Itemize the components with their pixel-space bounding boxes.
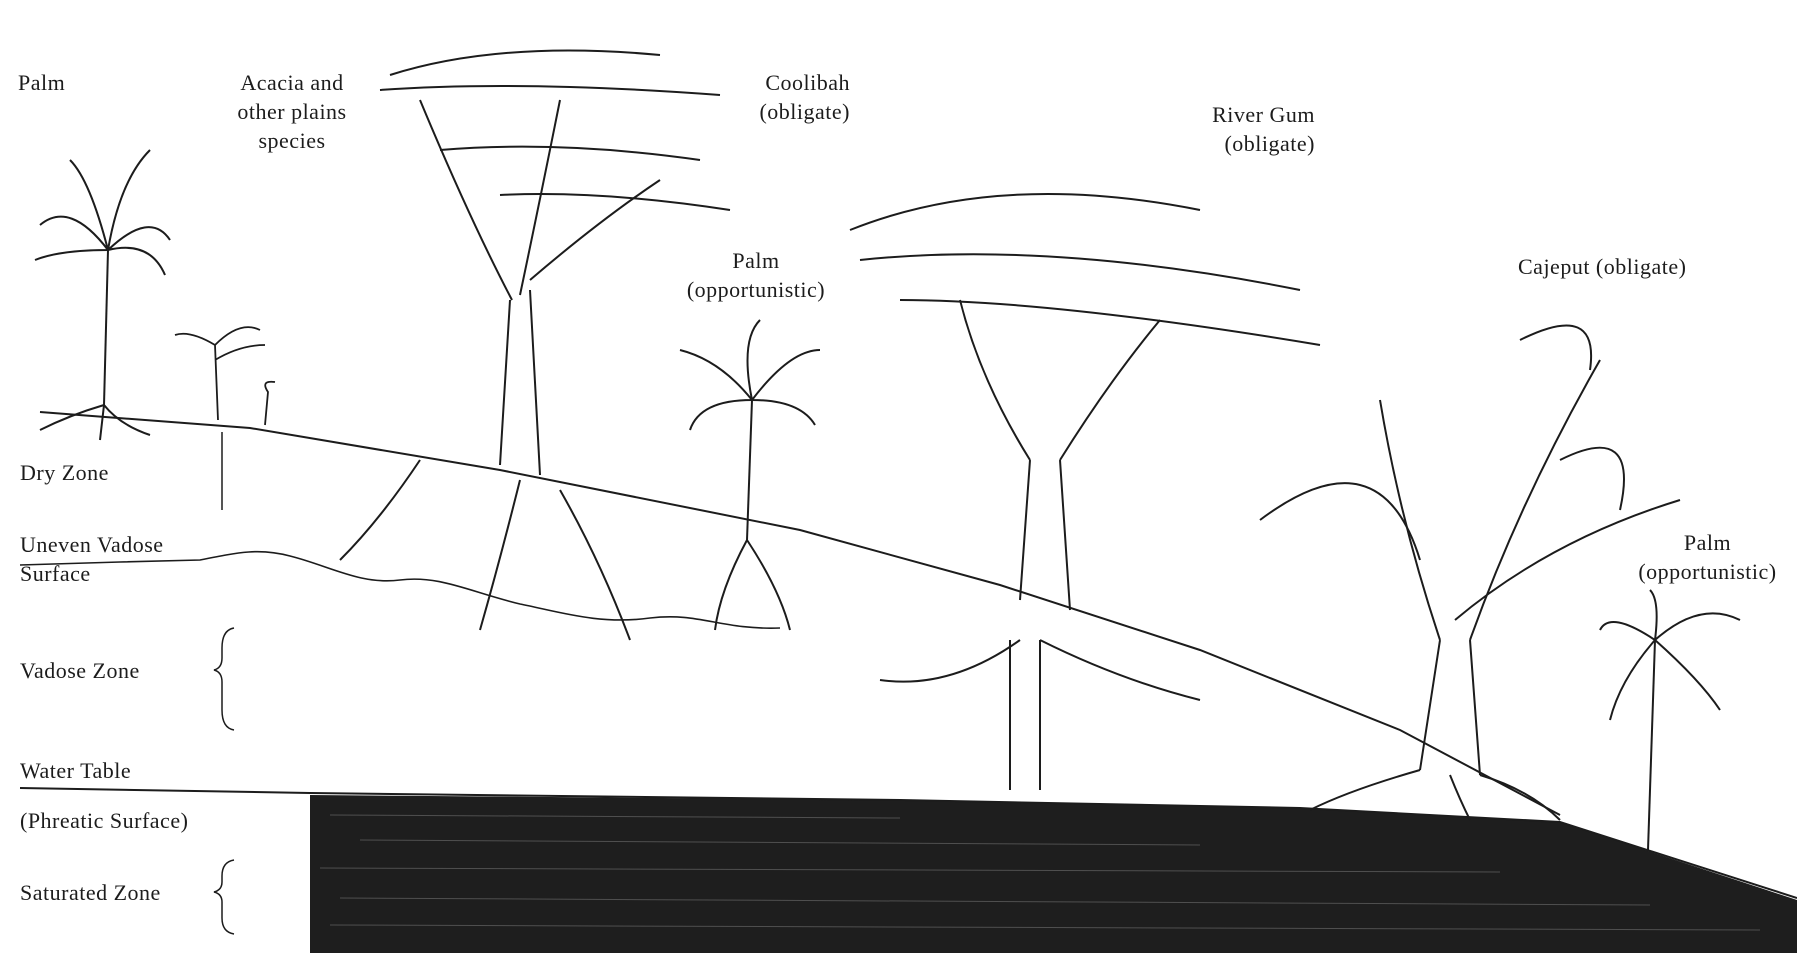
river-gum-label-line-1: River Gum [1150, 100, 1315, 129]
coolibah-tree [340, 51, 730, 641]
palm-right-label-line-2: (opportunistic) [1620, 557, 1795, 586]
uneven-vadose-label-line-1: Uneven Vadose [20, 530, 164, 559]
palm-right-label-line-1: Palm [1620, 528, 1795, 557]
acacia-label-line-2: other plains [222, 97, 362, 126]
palm-mid-label-line-1: Palm [676, 246, 836, 275]
cajeput-tree [1260, 325, 1680, 820]
acacia-shrubs [175, 327, 275, 425]
cajeput-label: Cajeput (obligate) [1518, 252, 1686, 281]
coolibah-label-line-1: Coolibah [720, 68, 850, 97]
saturated-zone-label: Saturated Zone [20, 878, 161, 907]
uneven-vadose-label-line-2: Surface [20, 559, 164, 588]
saturated-zone-bracket [214, 860, 234, 934]
acacia-label-line-3: species [222, 126, 362, 155]
palm-left-tree [35, 150, 170, 440]
river-gum-tree [850, 194, 1320, 790]
ground-surface-line [40, 412, 1560, 815]
palm-right-tree [1600, 590, 1740, 850]
palm-left-label: Palm [18, 68, 65, 97]
river-gum-label: River Gum (obligate) [1150, 100, 1315, 158]
phreatic-surface-label: (Phreatic Surface) [20, 806, 188, 835]
water-table-label: Water Table [20, 756, 131, 785]
palm-mid-tree [680, 320, 820, 630]
acacia-label-line-1: Acacia and [222, 68, 362, 97]
uneven-vadose-label: Uneven Vadose Surface [20, 530, 164, 588]
palm-mid-label-line-2: (opportunistic) [676, 275, 836, 304]
palm-mid-label: Palm (opportunistic) [676, 246, 836, 304]
dry-zone-label: Dry Zone [20, 458, 109, 487]
palm-right-label: Palm (opportunistic) [1620, 528, 1795, 586]
vadose-zone-bracket [214, 628, 234, 730]
acacia-label: Acacia and other plains species [222, 68, 362, 155]
vadose-zone-label: Vadose Zone [20, 656, 140, 685]
coolibah-label: Coolibah (obligate) [720, 68, 850, 126]
coolibah-label-line-2: (obligate) [720, 97, 850, 126]
river-gum-label-line-2: (obligate) [1150, 129, 1315, 158]
